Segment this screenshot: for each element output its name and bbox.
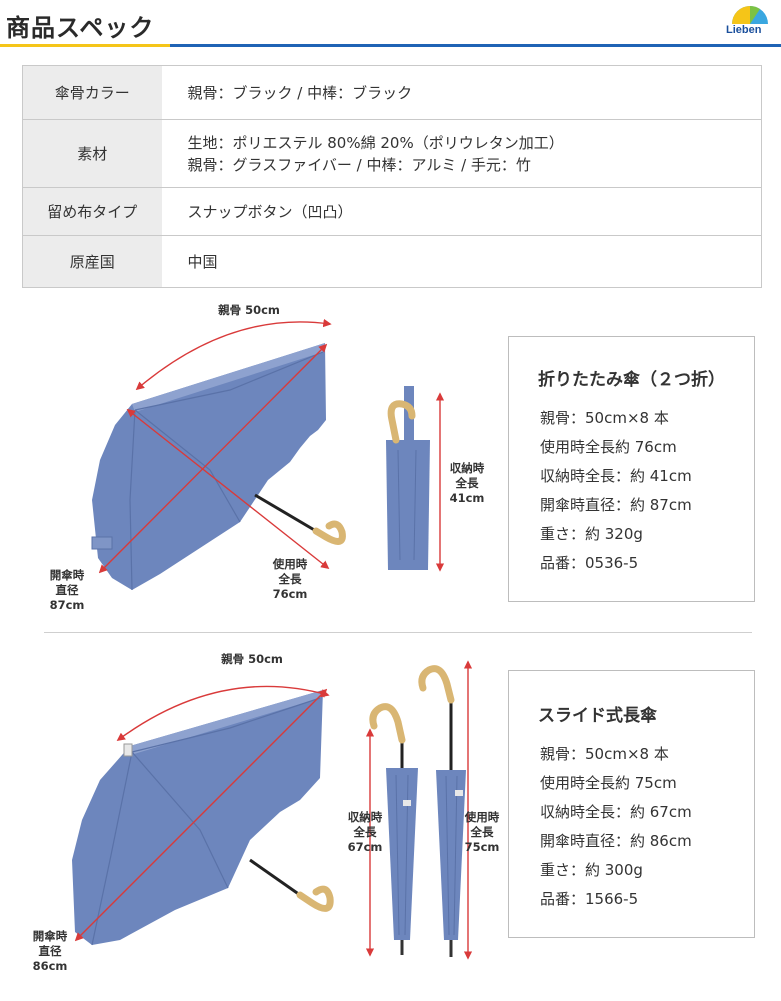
rib-length-label: 親骨 50cm xyxy=(218,303,280,317)
logo-text: Lieben xyxy=(726,24,762,36)
open-diameter-label: 直径 xyxy=(56,583,79,597)
slide-spec-line: 重さ：約 300g xyxy=(540,861,643,879)
folding-spec-title: 折りたたみ傘（２つ折） xyxy=(538,370,725,390)
spec-row-origin: 原産国 中国 xyxy=(22,235,762,288)
stored-length-label: 収納時 xyxy=(450,461,485,475)
spec-row-material: 素材 生地：ポリエステル 80%綿 20%（ポリウレタン加工） 親骨：グラスファ… xyxy=(22,119,762,188)
slide-spec-line: 使用時全長約 75cm xyxy=(540,774,677,792)
rib-length-label: 親骨 50cm xyxy=(221,652,283,666)
spec-value-line: スナップボタン（凹凸） xyxy=(187,202,353,221)
folding-spec-line: 重さ：約 320g xyxy=(540,525,643,543)
title-underline xyxy=(0,44,781,47)
spec-table: 傘骨カラー 親骨：ブラック / 中棒：ブラック 素材 生地：ポリエステル 80%… xyxy=(22,65,762,288)
folding-umbrella-stored-image xyxy=(386,386,430,570)
open-diameter-label: 直径 xyxy=(39,944,62,958)
folding-spec-line: 収納時全長：約 41cm xyxy=(540,467,692,485)
title-underline-accent xyxy=(0,44,170,47)
folding-spec-line: 品番：0536-5 xyxy=(540,554,639,572)
stored-length-label: 収納時 xyxy=(348,810,383,824)
stored-length-label: 全長 xyxy=(455,476,479,490)
use-length-label: 使用時 xyxy=(464,810,500,824)
slide-umbrella-stored-image xyxy=(369,703,418,955)
use-length-arrow xyxy=(126,408,330,570)
spec-label: 原産国 xyxy=(22,235,162,288)
spec-value: 中国 xyxy=(161,235,762,288)
section-divider xyxy=(44,632,752,633)
open-diameter-label: 87cm xyxy=(50,598,85,612)
spec-value-line: 生地：ポリエステル 80%綿 20%（ポリウレタン加工） xyxy=(187,133,564,152)
spec-value-line: 中国 xyxy=(187,252,218,271)
spec-value-line: 親骨：グラスファイバー / 中棒：アルミ / 手元：竹 xyxy=(187,155,531,174)
spec-row-frame-color: 傘骨カラー 親骨：ブラック / 中棒：ブラック xyxy=(22,65,762,120)
stored-length-label: 67cm xyxy=(348,840,383,854)
page-title: 商品スペック xyxy=(6,14,155,42)
slide-spec-line: 品番：1566-5 xyxy=(540,890,639,908)
spec-label: 留め布タイプ xyxy=(22,187,162,236)
spec-value-line: 親骨：ブラック / 中棒：ブラック xyxy=(187,83,413,102)
use-length-label: 使用時 xyxy=(272,557,308,571)
slide-umbrella-extended-image xyxy=(418,665,466,957)
open-diameter-arrow xyxy=(74,688,328,942)
folding-spec-line: 親骨：50cm×8 本 xyxy=(540,409,669,427)
lieben-logo-icon xyxy=(732,5,768,24)
page-header: 商品スペック Lieben xyxy=(0,0,781,50)
spec-value: 親骨：ブラック / 中棒：ブラック xyxy=(161,65,762,120)
open-diameter-label: 86cm xyxy=(33,959,68,973)
spec-label: 素材 xyxy=(22,119,162,188)
slide-spec-line: 親骨：50cm×8 本 xyxy=(540,745,669,763)
spec-value: 生地：ポリエステル 80%綿 20%（ポリウレタン加工） 親骨：グラスファイバー… xyxy=(161,119,762,188)
folding-spec-box: 折りたたみ傘（２つ折） 親骨：50cm×8 本 使用時全長約 76cm 収納時全… xyxy=(508,336,755,602)
folding-umbrella-open-image xyxy=(91,343,346,591)
slide-spec-line: 開傘時直径：約 86cm xyxy=(540,832,692,850)
slide-spec-box: スライド式長傘 親骨：50cm×8 本 使用時全長約 75cm 収納時全長：約 … xyxy=(508,670,755,938)
folding-spec-line: 使用時全長約 76cm xyxy=(540,438,677,456)
spec-label: 傘骨カラー xyxy=(22,65,162,120)
open-diameter-label: 開傘時 xyxy=(50,568,85,582)
stored-length-label: 41cm xyxy=(450,491,485,505)
slide-spec-title: スライド式長傘 xyxy=(538,706,657,726)
open-diameter-label: 開傘時 xyxy=(33,929,68,943)
stored-length-label: 全長 xyxy=(353,825,377,839)
spec-value: スナップボタン（凹凸） xyxy=(161,187,762,236)
use-length-label: 76cm xyxy=(273,587,308,601)
slide-spec-line: 収納時全長：約 67cm xyxy=(540,803,692,821)
folding-spec-line: 開傘時直径：約 87cm xyxy=(540,496,692,514)
use-length-label: 全長 xyxy=(470,825,494,839)
slide-umbrella-open-image xyxy=(72,690,334,946)
use-length-label: 全長 xyxy=(278,572,302,586)
use-length-label: 75cm xyxy=(465,840,500,854)
spec-row-strap-type: 留め布タイプ スナップボタン（凹凸） xyxy=(22,187,762,236)
